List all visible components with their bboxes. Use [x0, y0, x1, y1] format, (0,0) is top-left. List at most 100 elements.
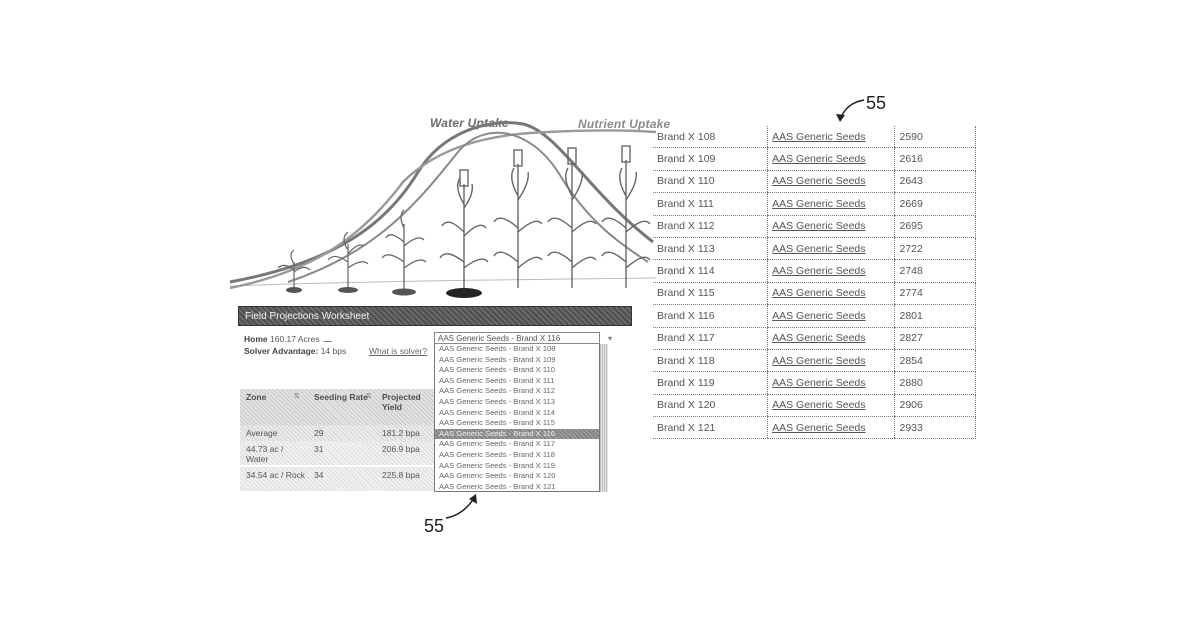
table-row: Brand X 119AAS Generic Seeds2880: [653, 372, 976, 394]
crop-growth-illustration: [228, 112, 658, 302]
solver-label: Solver Advantage:: [244, 346, 318, 356]
value-cell: 2906: [895, 394, 976, 416]
value-cell: 2933: [895, 417, 976, 439]
table-row: Brand X 118AAS Generic Seeds2854: [653, 349, 976, 371]
table-row: Brand X 115AAS Generic Seeds2774: [653, 282, 976, 304]
dropdown-options-list[interactable]: AAS Generic Seeds - Brand X 108AAS Gener…: [434, 344, 600, 492]
solver-summary: Solver Advantage: 14 bps: [244, 346, 346, 356]
table-row: Brand X 108AAS Generic Seeds2590: [653, 126, 976, 148]
plant-1: [278, 250, 310, 293]
rate-cell[interactable]: 31: [314, 444, 370, 454]
seed-brand-table: Brand X 108AAS Generic Seeds2590Brand X …: [653, 126, 976, 439]
brand-cell: Brand X 121: [653, 417, 768, 439]
dropdown-option[interactable]: AAS Generic Seeds - Brand X 117: [435, 439, 599, 450]
company-link[interactable]: AAS Generic Seeds: [768, 305, 895, 327]
table-row: Brand X 117AAS Generic Seeds2827: [653, 327, 976, 349]
reference-numeral-bottom: 55: [424, 516, 444, 537]
table-row: 34.54 ac / Rock 34 225.8 bpa: [240, 467, 440, 491]
company-link[interactable]: AAS Generic Seeds: [768, 215, 895, 237]
plant-7: [602, 146, 650, 288]
brand-cell: Brand X 115: [653, 282, 768, 304]
chevron-down-icon[interactable]: ▾: [608, 334, 612, 343]
dropdown-option[interactable]: AAS Generic Seeds - Brand X 109: [435, 355, 599, 366]
home-summary: Home 160.17 Acres: [244, 334, 334, 344]
dropdown-option[interactable]: AAS Generic Seeds - Brand X 111: [435, 376, 599, 387]
dropdown-option[interactable]: AAS Generic Seeds - Brand X 110: [435, 365, 599, 376]
table-row: Brand X 113AAS Generic Seeds2722: [653, 237, 976, 259]
value-cell: 2669: [895, 193, 976, 215]
dropdown-scrollbar[interactable]: [600, 344, 608, 492]
header-seeding-rate[interactable]: Seeding Rate: [314, 392, 370, 402]
brand-cell: Brand X 113: [653, 237, 768, 259]
dropdown-option[interactable]: AAS Generic Seeds - Brand X 120: [435, 471, 599, 482]
rate-cell[interactable]: 34: [314, 470, 370, 480]
brand-cell: Brand X 114: [653, 260, 768, 282]
value-cell: 2774: [895, 282, 976, 304]
home-acres: 160.17 Acres: [270, 334, 320, 344]
grid-header-row: Zone ⇅ Seeding Rate ⇅ Projected Yield: [240, 389, 440, 425]
company-link[interactable]: AAS Generic Seeds: [768, 394, 895, 416]
company-link[interactable]: AAS Generic Seeds: [768, 349, 895, 371]
dropdown-option[interactable]: AAS Generic Seeds - Brand X 119: [435, 461, 599, 472]
plant-3: [382, 210, 426, 296]
table-row: Brand X 120AAS Generic Seeds2906: [653, 394, 976, 416]
dropdown-option[interactable]: AAS Generic Seeds - Brand X 108: [435, 344, 599, 355]
what-is-solver-link[interactable]: What is solver?: [369, 346, 427, 356]
dropdown-option[interactable]: AAS Generic Seeds - Brand X 116: [435, 429, 599, 440]
header-projected-yield[interactable]: Projected Yield: [382, 392, 442, 412]
brand-cell: Brand X 110: [653, 170, 768, 192]
table-row: Brand X 112AAS Generic Seeds2695: [653, 215, 976, 237]
leader-arrow-bottom: [444, 494, 484, 524]
growth-curve-inner: [288, 133, 648, 282]
value-cell: 2722: [895, 237, 976, 259]
table-row: Brand X 114AAS Generic Seeds2748: [653, 260, 976, 282]
sort-icon[interactable]: ⇅: [366, 392, 372, 400]
plant-4: [440, 170, 488, 298]
solver-value: 14 bps: [321, 346, 347, 356]
rate-cell[interactable]: 29: [314, 428, 370, 438]
edit-pencil-icon[interactable]: [323, 335, 336, 342]
company-link[interactable]: AAS Generic Seeds: [768, 327, 895, 349]
field-projections-worksheet: Field Projections Worksheet Home 160.17 …: [236, 302, 634, 492]
dropdown-selected-value[interactable]: AAS Generic Seeds - Brand X 116: [434, 332, 600, 344]
company-link[interactable]: AAS Generic Seeds: [768, 148, 895, 170]
company-link[interactable]: AAS Generic Seeds: [768, 170, 895, 192]
dropdown-option[interactable]: AAS Generic Seeds - Brand X 112: [435, 386, 599, 397]
brand-cell: Brand X 109: [653, 148, 768, 170]
home-label: Home: [244, 334, 268, 344]
brand-cell: Brand X 120: [653, 394, 768, 416]
value-cell: 2695: [895, 215, 976, 237]
dropdown-option[interactable]: AAS Generic Seeds - Brand X 121: [435, 482, 599, 492]
seed-brand-dropdown[interactable]: AAS Generic Seeds - Brand X 116 ▾ AAS Ge…: [434, 332, 606, 492]
company-link[interactable]: AAS Generic Seeds: [768, 260, 895, 282]
value-cell: 2880: [895, 372, 976, 394]
sort-icon[interactable]: ⇅: [294, 392, 300, 400]
plant-5: [494, 150, 542, 288]
yield-cell: 181.2 bpa: [382, 428, 442, 438]
value-cell: 2748: [895, 260, 976, 282]
table-row: Brand X 121AAS Generic Seeds2933: [653, 417, 976, 439]
zone-cell: Average: [246, 428, 306, 438]
company-link[interactable]: AAS Generic Seeds: [768, 193, 895, 215]
brand-cell: Brand X 119: [653, 372, 768, 394]
dropdown-option[interactable]: AAS Generic Seeds - Brand X 113: [435, 397, 599, 408]
dropdown-option[interactable]: AAS Generic Seeds - Brand X 115: [435, 418, 599, 429]
yield-cell: 206.9 bpa: [382, 444, 442, 454]
value-cell: 2616: [895, 148, 976, 170]
value-cell: 2643: [895, 170, 976, 192]
yield-cell: 225.8 bpa: [382, 470, 442, 480]
company-link[interactable]: AAS Generic Seeds: [768, 126, 895, 148]
company-link[interactable]: AAS Generic Seeds: [768, 282, 895, 304]
company-link[interactable]: AAS Generic Seeds: [768, 372, 895, 394]
dropdown-option[interactable]: AAS Generic Seeds - Brand X 118: [435, 450, 599, 461]
table-row: 44.73 ac / Water 31 206.9 bpa: [240, 441, 440, 465]
brand-cell: Brand X 111: [653, 193, 768, 215]
value-cell: 2590: [895, 126, 976, 148]
dropdown-option[interactable]: AAS Generic Seeds - Brand X 114: [435, 408, 599, 419]
leader-arrow-top: [830, 96, 870, 126]
company-link[interactable]: AAS Generic Seeds: [768, 237, 895, 259]
zone-cell: 44.73 ac / Water: [246, 444, 306, 464]
brand-cell: Brand X 118: [653, 349, 768, 371]
company-link[interactable]: AAS Generic Seeds: [768, 417, 895, 439]
value-cell: 2801: [895, 305, 976, 327]
